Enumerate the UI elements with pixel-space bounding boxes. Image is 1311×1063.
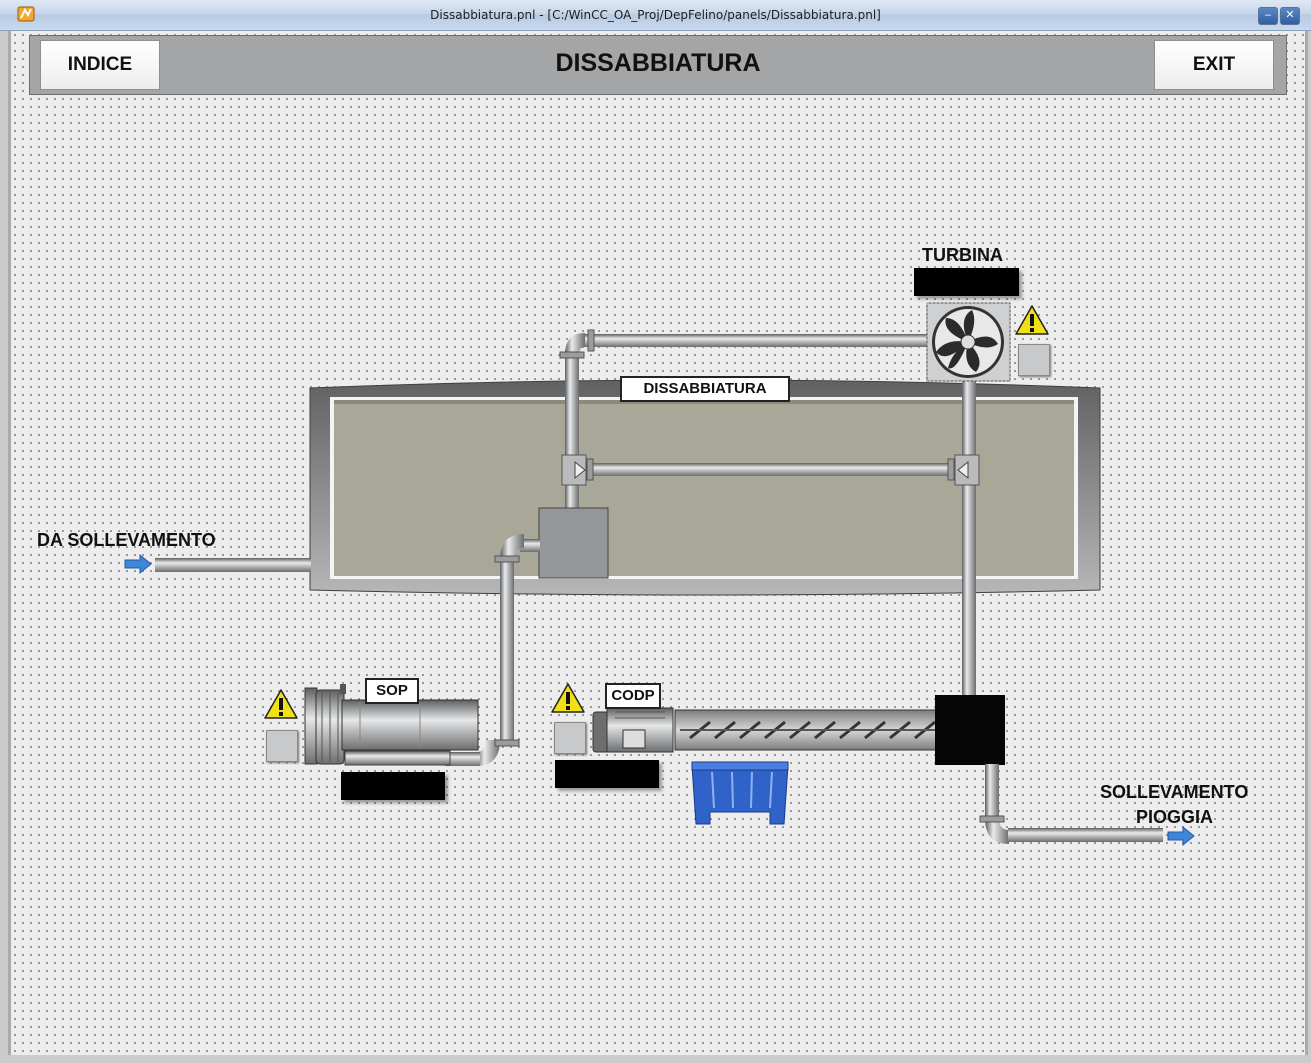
inlet-flow-arrow-icon <box>124 553 152 575</box>
codp-motor[interactable] <box>592 707 674 753</box>
codp-warning-icon <box>551 683 585 713</box>
close-button[interactable]: ✕ <box>1280 7 1300 25</box>
outlet-pipe <box>979 764 1163 844</box>
turbina-status-box <box>914 268 1019 296</box>
dissabbiatura-tank <box>309 379 1101 596</box>
recirculation-pipes <box>559 329 980 698</box>
sop-blower[interactable] <box>304 684 479 766</box>
discharge-chamber <box>935 695 1005 765</box>
turbina-label: TURBINA <box>922 245 1003 265</box>
sop-label: SOP <box>365 678 419 704</box>
turbina-fan[interactable] <box>926 302 1011 382</box>
app-icon <box>17 6 35 22</box>
sop-command-button[interactable] <box>266 730 298 762</box>
separator-box <box>538 507 609 579</box>
turbina-command-button[interactable] <box>1018 344 1050 376</box>
outlet-flow-arrow-icon <box>1167 825 1195 847</box>
sop-pipe <box>445 534 540 766</box>
codp-command-button[interactable] <box>554 722 586 754</box>
window-title: Dissabbiatura.pnl - [C:/WinCC_OA_Proj/De… <box>430 8 881 22</box>
panel-header: INDICE DISSABBIATURA EXIT <box>29 35 1287 95</box>
window-titlebar: Dissabbiatura.pnl - [C:/WinCC_OA_Proj/De… <box>0 0 1311 31</box>
minimize-button[interactable]: – <box>1258 7 1278 25</box>
exit-button[interactable]: EXIT <box>1154 40 1274 90</box>
indice-button[interactable]: INDICE <box>40 40 160 90</box>
inlet-label: DA SOLLEVAMENTO <box>37 530 216 550</box>
inlet-pipe <box>155 558 311 572</box>
turbina-warning-icon <box>1015 305 1049 335</box>
waste-bin <box>691 761 789 825</box>
codp-status-box <box>555 760 659 788</box>
sop-warning-icon <box>264 689 298 719</box>
outlet-label-line1: SOLLEVAMENTO <box>1100 782 1249 802</box>
outlet-label-line2: PIOGGIA <box>1136 807 1214 827</box>
page-title: DISSABBIATURA <box>555 49 761 77</box>
screw-conveyor <box>674 709 976 751</box>
tank-label: DISSABBIATURA <box>620 376 790 402</box>
sop-status-box <box>341 772 445 800</box>
codp-label: CODP <box>605 683 661 709</box>
